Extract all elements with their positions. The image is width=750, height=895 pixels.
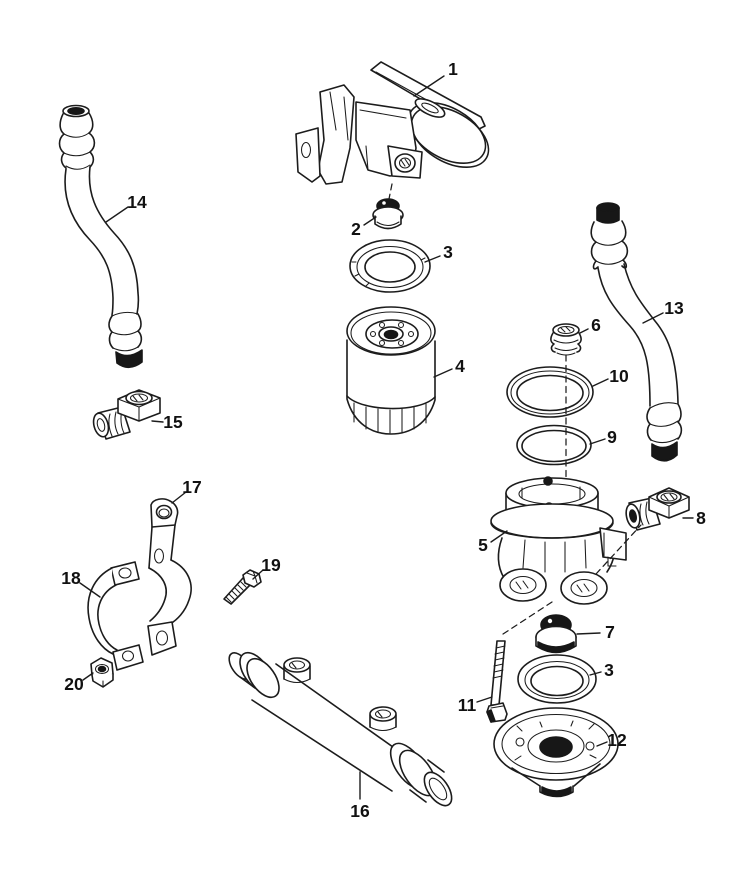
part-hex-nut: [90, 657, 114, 688]
part-threaded-insert: [550, 323, 582, 356]
part-clamp-half: [87, 561, 144, 671]
part-number-label: 2: [351, 219, 361, 239]
callout-5: 5: [478, 530, 508, 555]
part-number-label: 15: [163, 412, 183, 432]
part-number-label: 7: [605, 622, 615, 642]
part-number-label: 20: [64, 674, 84, 694]
part-o-ring-thick: [506, 366, 594, 418]
part-number-label: 4: [455, 356, 465, 376]
callout-4: 4: [433, 356, 465, 378]
assembly-axis-dashed-lines: [388, 183, 642, 637]
callout-18: 18: [61, 568, 101, 598]
callout-leader-line: [642, 312, 664, 324]
callout-leader-line: [82, 672, 94, 681]
callout-16: 16: [350, 771, 370, 821]
callout-leader-line: [424, 255, 441, 263]
callout-20: 20: [64, 672, 94, 694]
callout-leader-line: [413, 75, 445, 97]
callout-11: 11: [458, 695, 493, 715]
callout-leader-line: [592, 378, 609, 387]
part-filter-base-cover: [493, 707, 619, 798]
part-number-label: 3: [443, 242, 453, 262]
callout-leader-line: [151, 420, 164, 423]
part-plug-fitting-large: [535, 614, 577, 654]
callout-15: 15: [151, 412, 183, 432]
part-number-label: 18: [61, 568, 81, 588]
part-o-ring-thin: [516, 424, 592, 466]
callout-19: 19: [252, 555, 281, 580]
part-number-label: 19: [261, 555, 281, 575]
callout-leader-line: [79, 582, 101, 598]
part-sealing-ring-upper: [349, 239, 431, 293]
callout-14: 14: [105, 192, 147, 223]
part-number-label: 10: [609, 366, 629, 386]
callout-leader-line: [363, 216, 377, 226]
part-number-label: 12: [607, 730, 627, 750]
part-number-label: 3: [604, 660, 614, 680]
part-number-label: 16: [350, 801, 370, 821]
part-number-label: 11: [458, 695, 477, 715]
callout-10: 10: [592, 366, 629, 387]
callout-6: 6: [579, 315, 601, 335]
part-oil-hose-right: [590, 202, 683, 462]
part-number-label: 6: [591, 315, 601, 335]
callout-leader-line: [433, 368, 453, 378]
callout-leader-line: [576, 632, 601, 635]
callout-3-lower: 3: [589, 660, 614, 680]
part-number-label: 14: [127, 192, 147, 212]
part-sealing-ring-lower: [517, 654, 597, 704]
part-filter-mounting-bracket: [295, 61, 490, 185]
callout-13: 13: [642, 298, 684, 324]
part-number-label: 13: [664, 298, 684, 318]
part-elbow-fitting-right: [625, 487, 690, 531]
callout-3-upper: 3: [424, 242, 453, 263]
part-number-label: 5: [478, 535, 488, 555]
callout-2: 2: [351, 216, 377, 239]
callout-leader-line: [579, 328, 589, 334]
part-number-label: 8: [696, 508, 706, 528]
callout-leader-line: [490, 530, 508, 543]
callout-leader-line: [589, 671, 602, 676]
part-oil-filter-canister: [346, 306, 436, 435]
callout-leader-line: [171, 491, 187, 504]
part-number-label: 1: [448, 59, 458, 79]
part-hex-screw: [223, 569, 262, 605]
callout-leader-line: [105, 206, 129, 223]
part-support-strap: [147, 498, 192, 656]
callout-leader-line: [252, 569, 264, 580]
callout-leader-line: [589, 438, 606, 445]
part-oil-hose-left: [58, 104, 143, 369]
callout-17: 17: [171, 477, 202, 504]
part-number-label: 17: [182, 477, 201, 497]
callout-9: 9: [589, 427, 617, 447]
part-elbow-fitting-left: [92, 389, 161, 440]
callout-leader-line: [476, 696, 493, 703]
part-filter-adapter-housing: [490, 476, 627, 605]
callout-1: 1: [413, 59, 458, 97]
callout-7: 7: [576, 622, 615, 642]
part-long-bolt: [486, 640, 508, 723]
part-number-label: 9: [607, 427, 617, 447]
callout-8: 8: [682, 508, 706, 528]
callouts: 1 2 3 4 5 6 7 8: [61, 59, 706, 821]
part-plug-fitting-small: [372, 198, 404, 230]
callout-12: 12: [596, 730, 627, 750]
part-oil-cooler: [228, 651, 453, 807]
callout-leader-line: [596, 741, 608, 747]
